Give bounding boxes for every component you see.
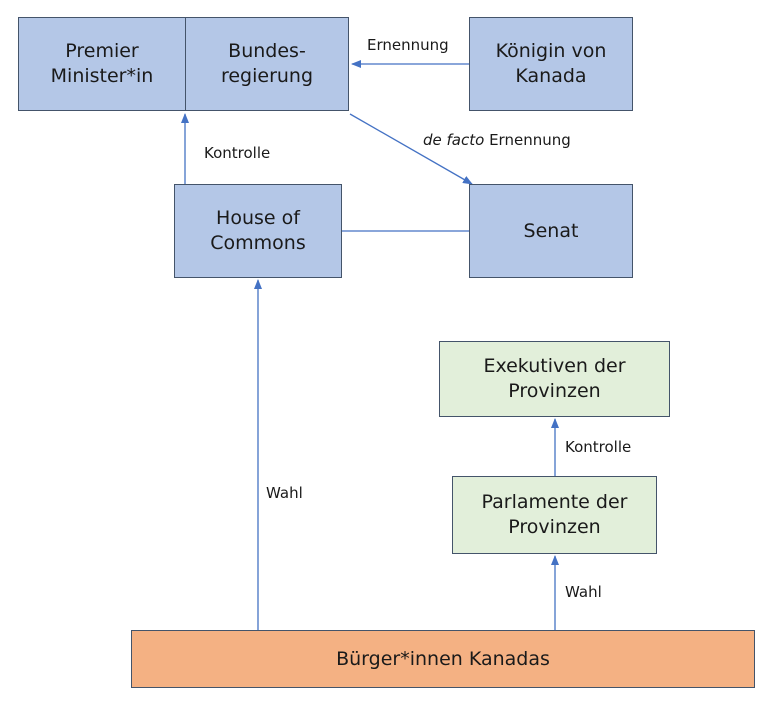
- label-ernennung-text: Ernennung: [367, 36, 449, 54]
- node-parlamente-provinzen-label: Parlamente der Provinzen: [481, 491, 628, 538]
- node-bundesregierung-label: Bundes- regierung: [220, 40, 314, 87]
- label-wahl-provinzen: Wahl: [565, 583, 602, 601]
- node-senat-label: Senat: [523, 219, 579, 242]
- label-wahl-provinzen-text: Wahl: [565, 583, 602, 601]
- label-ernennung: Ernennung: [367, 36, 449, 54]
- label-de-facto-text: Ernennung: [489, 131, 571, 149]
- node-exekutiven-provinzen-label: Exekutiven der Provinzen: [483, 355, 626, 402]
- label-wahl-house-text: Wahl: [266, 484, 303, 502]
- label-wahl-house: Wahl: [266, 484, 303, 502]
- node-premier-minister: Premier Minister*in: [18, 17, 186, 111]
- node-buerger-kanadas: Bürger*innen Kanadas: [131, 630, 755, 688]
- node-senat: Senat: [469, 184, 633, 278]
- node-exekutiven-provinzen: Exekutiven der Provinzen: [439, 341, 670, 417]
- arrow-de-facto-ernennung: [349, 113, 473, 185]
- node-premier-minister-label: Premier Minister*in: [50, 40, 154, 87]
- label-kontrolle-provinzen: Kontrolle: [565, 438, 631, 456]
- label-kontrolle-provinzen-text: Kontrolle: [565, 438, 632, 456]
- node-house-of-commons-label: House of Commons: [210, 207, 306, 254]
- node-koenigin: Königin von Kanada: [469, 17, 633, 111]
- label-de-facto-ernennung: de facto Ernennung: [423, 131, 571, 149]
- node-house-of-commons: House of Commons: [174, 184, 342, 278]
- label-de-facto-italic: de facto: [423, 131, 485, 149]
- label-kontrolle-bund-text: Kontrolle: [204, 144, 271, 162]
- node-parlamente-provinzen: Parlamente der Provinzen: [452, 476, 657, 554]
- node-buerger-kanadas-label: Bürger*innen Kanadas: [336, 647, 550, 670]
- label-kontrolle-bund: Kontrolle: [204, 144, 270, 162]
- node-koenigin-label: Königin von Kanada: [495, 40, 607, 87]
- node-bundesregierung: Bundes- regierung: [185, 17, 349, 111]
